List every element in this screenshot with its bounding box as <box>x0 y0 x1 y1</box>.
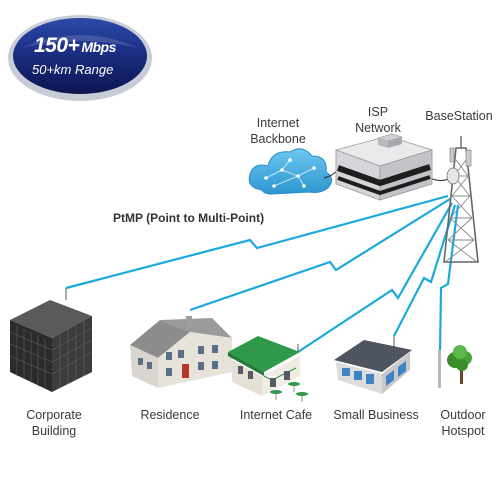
corporate-building-icon <box>9 288 93 392</box>
label-internet-backbone-line1: Internet <box>256 116 300 130</box>
outdoor-hotspot-icon <box>438 345 472 388</box>
link-business <box>393 204 457 337</box>
label-corporate-building: Corporate Building <box>14 407 94 439</box>
label-small-business: Small Business <box>333 408 419 422</box>
label-isp-network: ISP Network <box>348 104 408 136</box>
link-hotspot <box>438 204 460 353</box>
label-hotspot-line1: Outdoor <box>440 408 486 422</box>
badge-speed-value: 150+ <box>34 34 80 57</box>
speed-badge <box>8 15 152 101</box>
link-residence <box>189 198 451 312</box>
label-corporate-line2: Building <box>31 424 77 438</box>
internet-cafe-icon <box>228 336 308 402</box>
label-internet-backbone-line2: Backbone <box>250 132 306 146</box>
badge-speed-unit: Mbps <box>81 39 116 55</box>
label-basestation: BaseStation <box>425 109 493 123</box>
cloud-icon <box>248 148 332 195</box>
wireless-links <box>65 194 460 353</box>
link-corporate <box>65 194 449 290</box>
small-business-icon <box>334 336 412 394</box>
residence-icon <box>130 316 232 388</box>
label-corporate-line1: Corporate <box>26 408 82 422</box>
label-isp-network-line1: ISP <box>367 105 389 119</box>
label-residence: Residence <box>140 408 200 422</box>
isp-server-icon <box>334 133 434 201</box>
label-outdoor-hotspot: Outdoor Hotspot <box>430 407 496 439</box>
label-internet-backbone: Internet Backbone <box>243 115 313 147</box>
link-cafe <box>297 202 453 353</box>
label-isp-network-line2: Network <box>355 121 401 135</box>
basestation-tower-icon <box>443 136 479 263</box>
badge-speed: 150+Mbps <box>34 34 116 58</box>
badge-range: 50+km Range <box>32 62 114 77</box>
label-internet-cafe: Internet Cafe <box>239 408 313 422</box>
topology-label: PtMP (Point to Multi-Point) <box>113 211 265 225</box>
label-hotspot-line2: Hotspot <box>441 424 485 438</box>
